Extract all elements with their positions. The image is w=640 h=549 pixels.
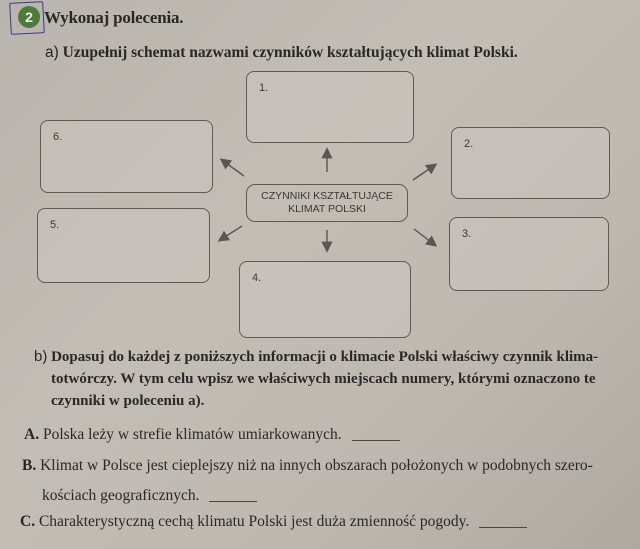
exercise-title: Wykonaj polecenia. — [44, 8, 184, 27]
answer-box-1[interactable]: 1. — [246, 71, 414, 143]
part-b-letter: b) — [34, 348, 48, 365]
statement-label: C. — [20, 513, 36, 530]
part-a-text: Uzupełnij schemat nazwami czynników kszt… — [62, 44, 518, 61]
statement-text: Charakterystyczną cechą klimatu Polski j… — [38, 513, 470, 530]
answer-box-2[interactable]: 2. — [451, 127, 610, 199]
statement-text: Polska leży w strefie klimatów umiarkowa… — [42, 426, 342, 443]
part-b-instruction: b) Dopasuj do każdej z poniższych inform… — [34, 346, 604, 412]
exercise-number-badge: 2 — [18, 6, 40, 28]
box-number: 2. — [464, 138, 474, 150]
diagram-center-box: CZYNNIKI KSZTAŁTUJĄCE KLIMAT POLSKI — [246, 184, 408, 222]
box-number: 1. — [259, 82, 269, 94]
box-number: 3. — [462, 228, 472, 240]
answer-box-5[interactable]: 5. — [37, 208, 210, 283]
answer-box-4[interactable]: 4. — [239, 261, 411, 338]
statement-text-line-2: kościach geograficznych. — [42, 487, 200, 504]
statement-text-line-1: Klimat w Polsce jest cieplejszy niż na i… — [40, 457, 593, 474]
part-b-line-2: totwórczy. W tym celu wpisz we właściwyc… — [51, 371, 596, 387]
part-a-instruction: a) Uzupełnij schemat nazwami czynników k… — [45, 44, 518, 62]
statement-b: B. Klimat w Polsce jest cieplejszy niż n… — [22, 456, 622, 506]
box-number: 5. — [50, 219, 60, 231]
answer-blank-b[interactable] — [209, 501, 258, 502]
statement-label: B. — [22, 457, 37, 474]
part-b-line-1: Dopasuj do każdej z poniższych informacj… — [51, 349, 599, 365]
answer-blank-c[interactable] — [479, 527, 528, 528]
answer-box-6[interactable]: 6. — [40, 120, 213, 193]
part-b-line-3: czynniki w poleceniu a). — [51, 393, 205, 409]
statement-label: A. — [24, 426, 40, 443]
box-number: 4. — [252, 272, 262, 284]
statement-c: C. Charakterystyczną cechą klimatu Polsk… — [20, 512, 528, 532]
statement-a: A. Polska leży w strefie klimatów umiark… — [24, 425, 400, 445]
answer-blank-a[interactable] — [351, 440, 400, 441]
part-a-letter: a) — [45, 44, 59, 61]
answer-box-3[interactable]: 3. — [449, 217, 609, 291]
center-line-1: CZYNNIKI KSZTAŁTUJĄCE — [261, 190, 393, 202]
center-line-2: KLIMAT POLSKI — [288, 203, 366, 215]
box-number: 6. — [53, 131, 63, 143]
